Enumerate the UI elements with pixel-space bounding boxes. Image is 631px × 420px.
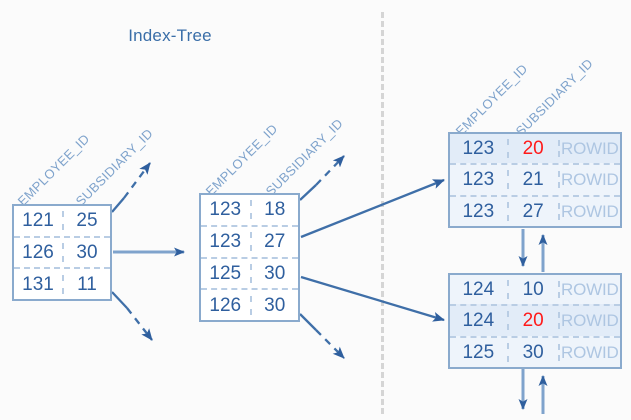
cell-employee-id: 123 bbox=[462, 139, 495, 159]
leaf-node-bottom[interactable]: 124 10 ROWID 124 20 ROWID 125 30 ROWID bbox=[448, 273, 622, 369]
cell-employee-id: 124 bbox=[462, 280, 495, 300]
table-row[interactable]: 125 30 ROWID bbox=[450, 335, 620, 367]
cell-subsidiary-id: 11 bbox=[62, 274, 110, 294]
cell-subsidiary-id: 10 bbox=[506, 280, 558, 300]
cell-employee-id: 123 bbox=[209, 200, 242, 220]
connector-branch-up-solid-stub bbox=[299, 184, 317, 201]
table-row[interactable]: 123 18 bbox=[201, 195, 298, 225]
cell-subsidiary-id: 30 bbox=[249, 295, 299, 315]
table-row[interactable]: 126 30 bbox=[14, 235, 110, 268]
connector-root-up-dashed bbox=[123, 162, 151, 199]
cell-employee-id: 121 bbox=[22, 211, 54, 231]
connector-root-down-dashed bbox=[126, 307, 153, 341]
connector-root-up-solid-stub bbox=[111, 197, 125, 213]
table-row[interactable]: 126 30 bbox=[201, 288, 298, 320]
connector-branch-down-solid-stub bbox=[299, 313, 317, 331]
cell-subsidiary-id: 30 bbox=[506, 342, 558, 362]
table-row[interactable]: 123 27 ROWID bbox=[450, 194, 620, 226]
table-row[interactable]: 124 20 ROWID bbox=[450, 304, 620, 336]
cell-employee-id: 131 bbox=[22, 274, 54, 294]
cell-rowid: ROWID bbox=[557, 140, 620, 158]
table-row[interactable]: 123 21 ROWID bbox=[450, 163, 620, 194]
branch-node[interactable]: 123 18 123 27 125 30 126 30 bbox=[199, 193, 300, 322]
cell-employee-id: 125 bbox=[462, 342, 495, 362]
connector-branch-up-dashed bbox=[315, 155, 345, 186]
connector-branch-to-leaf-top bbox=[300, 178, 445, 239]
cell-subsidiary-id: 21 bbox=[506, 170, 558, 190]
cell-rowid: ROWID bbox=[557, 171, 620, 189]
root-node[interactable]: 121 25 126 30 131 11 bbox=[12, 204, 112, 301]
connector-root-down-solid-stub bbox=[111, 291, 128, 309]
table-row[interactable]: 124 10 ROWID bbox=[450, 275, 620, 304]
table-row[interactable]: 123 27 bbox=[201, 224, 299, 257]
connector-branch-down-dashed bbox=[315, 329, 345, 359]
table-row[interactable]: 121 25 bbox=[14, 206, 110, 236]
cell-subsidiary-id: 20 bbox=[506, 139, 558, 159]
cell-subsidiary-id: 20 bbox=[506, 311, 558, 331]
cell-subsidiary-id: 30 bbox=[249, 263, 299, 283]
cell-employee-id: 123 bbox=[209, 232, 242, 252]
cell-rowid: ROWID bbox=[557, 312, 620, 330]
cell-employee-id: 126 bbox=[209, 295, 242, 315]
cell-subsidiary-id: 27 bbox=[506, 201, 558, 221]
cell-rowid: ROWID bbox=[557, 202, 620, 220]
cell-subsidiary-id: 30 bbox=[62, 243, 110, 262]
page-title: Index-Tree bbox=[128, 26, 212, 45]
cell-employee-id: 123 bbox=[462, 170, 495, 190]
cell-rowid: ROWID bbox=[557, 343, 620, 361]
table-row[interactable]: 131 11 bbox=[14, 267, 110, 299]
cell-employee-id: 124 bbox=[462, 311, 495, 331]
cell-subsidiary-id: 25 bbox=[62, 211, 110, 231]
cell-rowid: ROWID bbox=[557, 281, 620, 299]
cell-subsidiary-id: 18 bbox=[249, 200, 299, 220]
cell-employee-id: 126 bbox=[22, 243, 54, 262]
cell-subsidiary-id: 27 bbox=[249, 232, 299, 252]
leaf-node-top[interactable]: 123 20 ROWID 123 21 ROWID 123 27 ROWID bbox=[448, 132, 622, 228]
cell-employee-id: 123 bbox=[462, 201, 495, 221]
connector-branch-to-leaf-bottom bbox=[300, 275, 445, 322]
table-row[interactable]: 125 30 bbox=[201, 256, 299, 289]
table-row[interactable]: 123 20 ROWID bbox=[450, 134, 620, 164]
section-divider bbox=[381, 12, 384, 414]
cell-employee-id: 125 bbox=[209, 263, 242, 283]
